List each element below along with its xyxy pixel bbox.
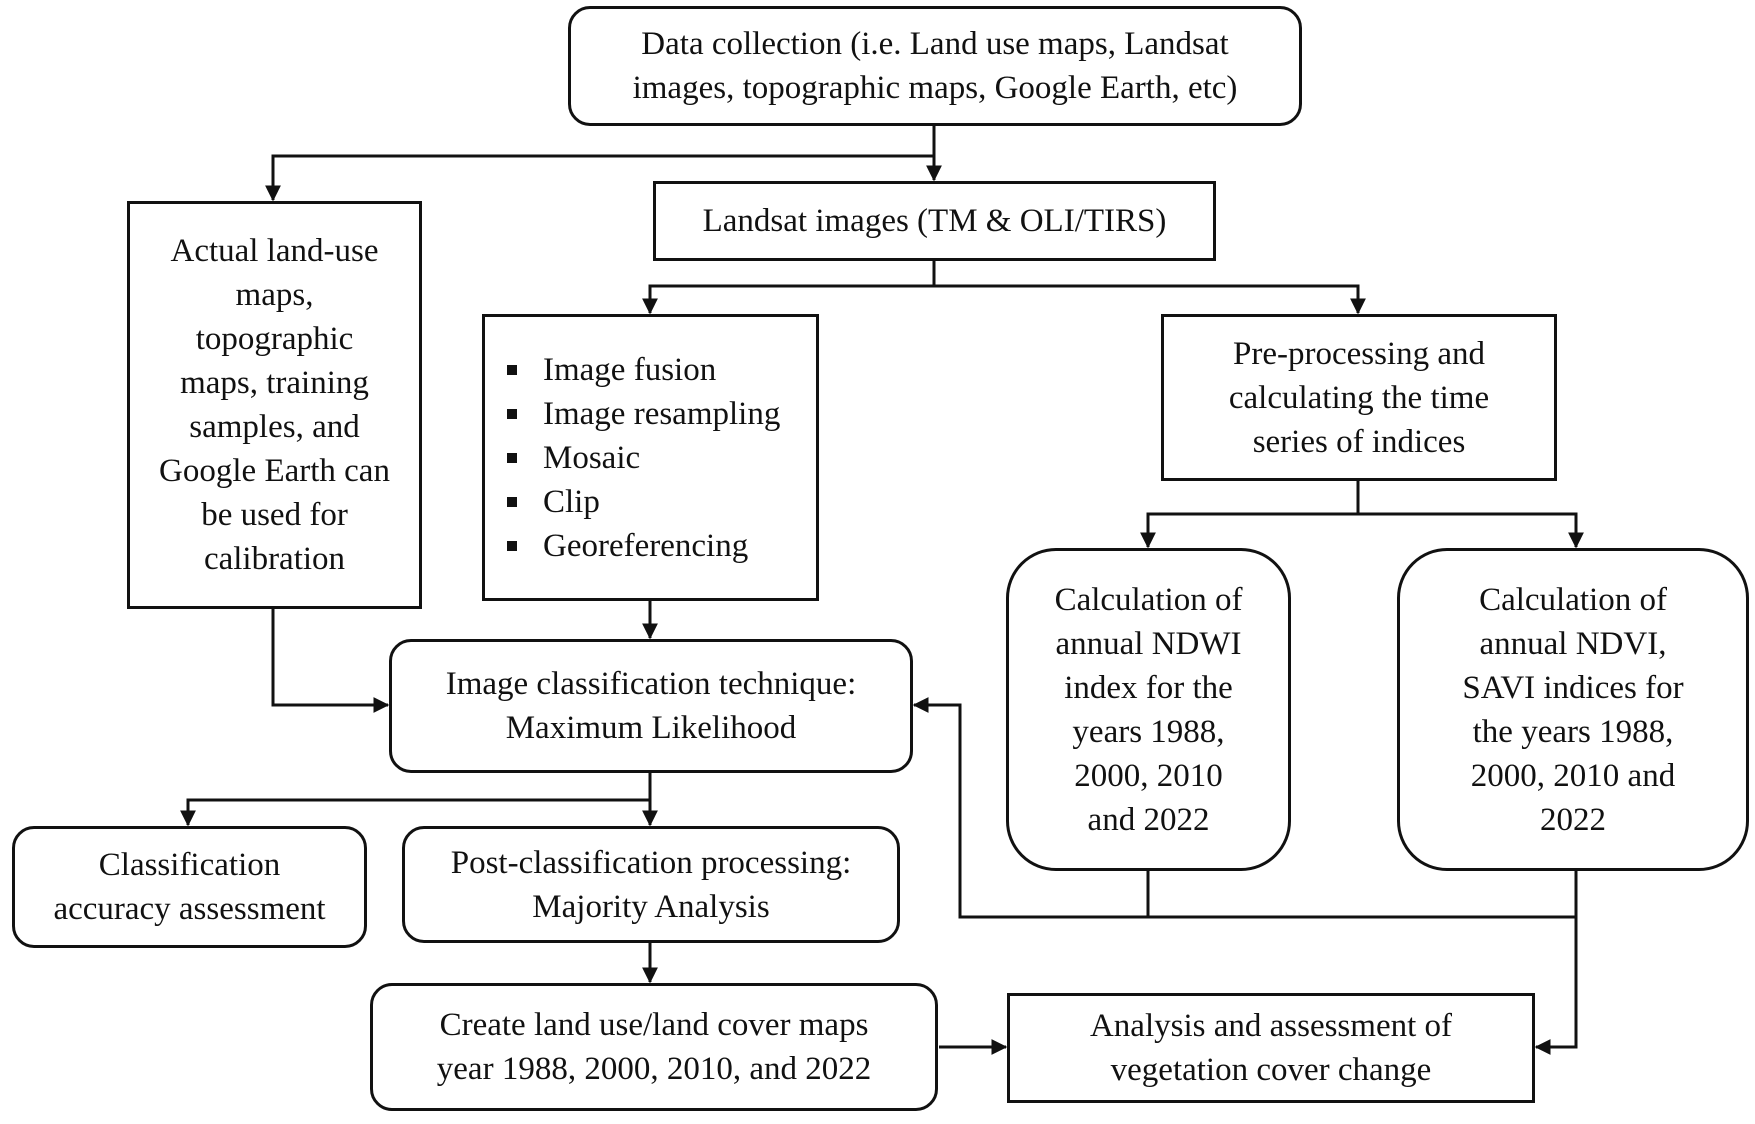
arrow-datacollection-to-actual	[265, 126, 936, 202]
post-classification-box: Post-classification processing: Majority…	[402, 826, 900, 943]
step-georeferencing: Georeferencing	[543, 527, 749, 564]
ndwi-box: Calculation of annual NDWI index for the…	[1006, 548, 1291, 871]
step-clip: Clip	[543, 483, 600, 520]
step-mosaic: Mosaic	[543, 439, 641, 476]
actual-line-6: Google Earth can	[159, 453, 390, 489]
ndwi-line-5: 2000, 2010	[1074, 757, 1223, 794]
preprocessing-line-1: Pre-processing and	[1232, 335, 1485, 372]
ndwi-line-2: annual NDWI	[1055, 625, 1242, 662]
arrow-preprocessing-to-ndwi	[1140, 480, 1360, 549]
step-item: Mosaic	[507, 436, 640, 480]
ndvi-line-2: annual NDVI,	[1479, 625, 1667, 662]
preprocessing-line-2: calculating the time	[1228, 379, 1490, 416]
classification-line-2: Maximum Likelihood	[505, 710, 797, 746]
ndwi-line-6: and 2022	[1087, 801, 1210, 838]
bullet-square-icon	[507, 364, 517, 375]
arrow-landsat-to-steps	[642, 260, 936, 315]
classification-line-1: Image classification technique:	[445, 666, 857, 702]
preprocessing-line-3: series of indices	[1252, 423, 1466, 460]
actual-line-4: maps, training	[180, 365, 369, 401]
bullet-square-icon	[507, 540, 517, 551]
classification-box: Image classification technique: Maximum …	[389, 639, 913, 773]
arrow-landsat-to-preprocessing	[934, 284, 1366, 315]
arrow-actual-to-classification	[271, 607, 390, 713]
ndvi-line-3: SAVI indices for	[1462, 669, 1684, 706]
actual-line-2: maps,	[235, 277, 314, 313]
data-collection-line-2: images, topographic maps, Google Earth, …	[632, 70, 1238, 106]
landsat-label: Landsat images (TM & OLI/TIRS)	[702, 203, 1167, 239]
actual-line-3: topographic	[195, 321, 354, 357]
data-collection-box: Data collection (i.e. Land use maps, Lan…	[568, 6, 1302, 126]
actual-line-5: samples, and	[189, 409, 360, 445]
lulc-maps-box: Create land use/land cover maps year 198…	[370, 983, 938, 1111]
arrow-preprocessing-to-ndvi	[1358, 512, 1584, 549]
post-line-1: Post-classification processing:	[450, 844, 852, 881]
preprocessing-steps-box: Image fusion Image resampling Mosaic Cli…	[482, 314, 819, 601]
ndvi-line-5: 2000, 2010 and	[1470, 757, 1676, 794]
actual-line-8: calibration	[203, 541, 346, 577]
bullet-square-icon	[507, 452, 517, 463]
step-image-resampling: Image resampling	[543, 395, 781, 432]
ndwi-line-3: index for the	[1064, 669, 1233, 706]
post-line-2: Majority Analysis	[532, 888, 770, 925]
step-image-fusion: Image fusion	[543, 351, 717, 388]
ndvi-line-4: the years 1988,	[1472, 713, 1674, 750]
analysis-box: Analysis and assessment of vegetation co…	[1007, 993, 1535, 1103]
actual-line-7: be used for	[201, 497, 348, 533]
bullet-square-icon	[507, 496, 517, 507]
ndvi-line-6: 2022	[1540, 801, 1606, 838]
bullet-square-icon	[507, 408, 517, 419]
lulc-line-1: Create land use/land cover maps	[439, 1007, 869, 1043]
preprocessing-indices-box: Pre-processing and calculating the time …	[1161, 314, 1557, 481]
actual-line-1: Actual land-use	[170, 233, 379, 269]
ndwi-line-1: Calculation of	[1054, 581, 1243, 618]
data-collection-line-1: Data collection (i.e. Land use maps, Lan…	[641, 26, 1229, 62]
accuracy-box: Classification accuracy assessment	[12, 826, 367, 948]
step-item: Image resampling	[507, 392, 780, 436]
analysis-line-1: Analysis and assessment of	[1089, 1008, 1453, 1044]
ndvi-line-1: Calculation of	[1479, 581, 1667, 618]
lulc-line-2: year 1988, 2000, 2010, and 2022	[436, 1051, 872, 1087]
arrow-ndvi-to-analysis	[1534, 870, 1578, 1055]
actual-land-use-box: Actual land-use maps, topographic maps, …	[127, 201, 422, 609]
accuracy-line-1: Classification	[98, 847, 281, 883]
accuracy-line-2: accuracy assessment	[53, 891, 326, 927]
step-item: Georeferencing	[507, 524, 748, 568]
arrow-indices-to-classification	[912, 697, 1576, 919]
ndvi-savi-box: Calculation of annual NDVI, SAVI indices…	[1397, 548, 1749, 871]
step-item: Clip	[507, 480, 600, 524]
ndwi-line-4: years 1988,	[1072, 713, 1225, 750]
analysis-line-2: vegetation cover change	[1110, 1052, 1432, 1088]
step-item: Image fusion	[507, 348, 716, 392]
landsat-box: Landsat images (TM & OLI/TIRS)	[653, 181, 1216, 261]
arrow-classification-to-accuracy	[180, 772, 652, 827]
